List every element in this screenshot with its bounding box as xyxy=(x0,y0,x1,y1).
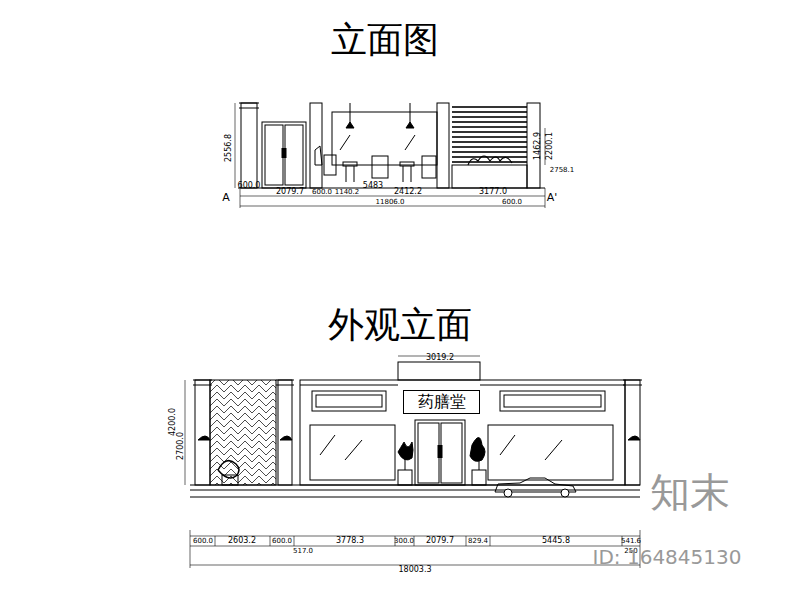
dimension: 18003.3 xyxy=(398,566,431,574)
dimension: 1462.9 xyxy=(534,132,542,160)
dimension: 5445.8 xyxy=(542,537,570,545)
dimension: 5483 xyxy=(363,182,383,190)
watermark: 知末 xyxy=(650,472,730,512)
dimension: 3177.0 xyxy=(479,188,507,196)
section-mark: A' xyxy=(547,192,558,203)
dimension: 3019.2 xyxy=(426,354,454,362)
watermark: ID: 164845130 xyxy=(593,547,742,567)
dimension: 2700.0 xyxy=(177,432,185,460)
dimension: 3778.3 xyxy=(336,537,364,545)
dimension: 2603.2 xyxy=(228,537,256,545)
dimension: 600.0 xyxy=(312,189,332,196)
dimension: 541.6 xyxy=(621,538,641,545)
dimension: 300.0 xyxy=(394,538,414,545)
sign-box: 药膳堂 xyxy=(403,390,480,414)
dimension: 2556.8 xyxy=(225,134,233,162)
dimension: 829.4 xyxy=(468,538,488,545)
drawing-title: 立面图 xyxy=(331,22,439,58)
dimension: 2079.7 xyxy=(276,188,304,196)
section-mark: A xyxy=(222,192,230,203)
dimension: 600.0 xyxy=(238,182,261,190)
dimension: 2079.7 xyxy=(426,537,454,545)
dimension: 2200.1 xyxy=(546,132,554,160)
dimension: 600.0 xyxy=(272,538,292,545)
dimension: 600.0 xyxy=(193,538,213,545)
sign-text: 药膳堂 xyxy=(418,392,466,413)
dimension: 4200.0 xyxy=(169,408,177,436)
dimension: 2412.2 xyxy=(394,188,422,196)
dimension: 11806.0 xyxy=(376,199,405,206)
dimension: 1140.2 xyxy=(335,189,360,196)
drawing-title: 外观立面 xyxy=(328,307,472,343)
dimension: 600.0 xyxy=(502,199,522,206)
dimension: 517.0 xyxy=(293,548,313,555)
dimension: 2758.1 xyxy=(550,167,575,174)
